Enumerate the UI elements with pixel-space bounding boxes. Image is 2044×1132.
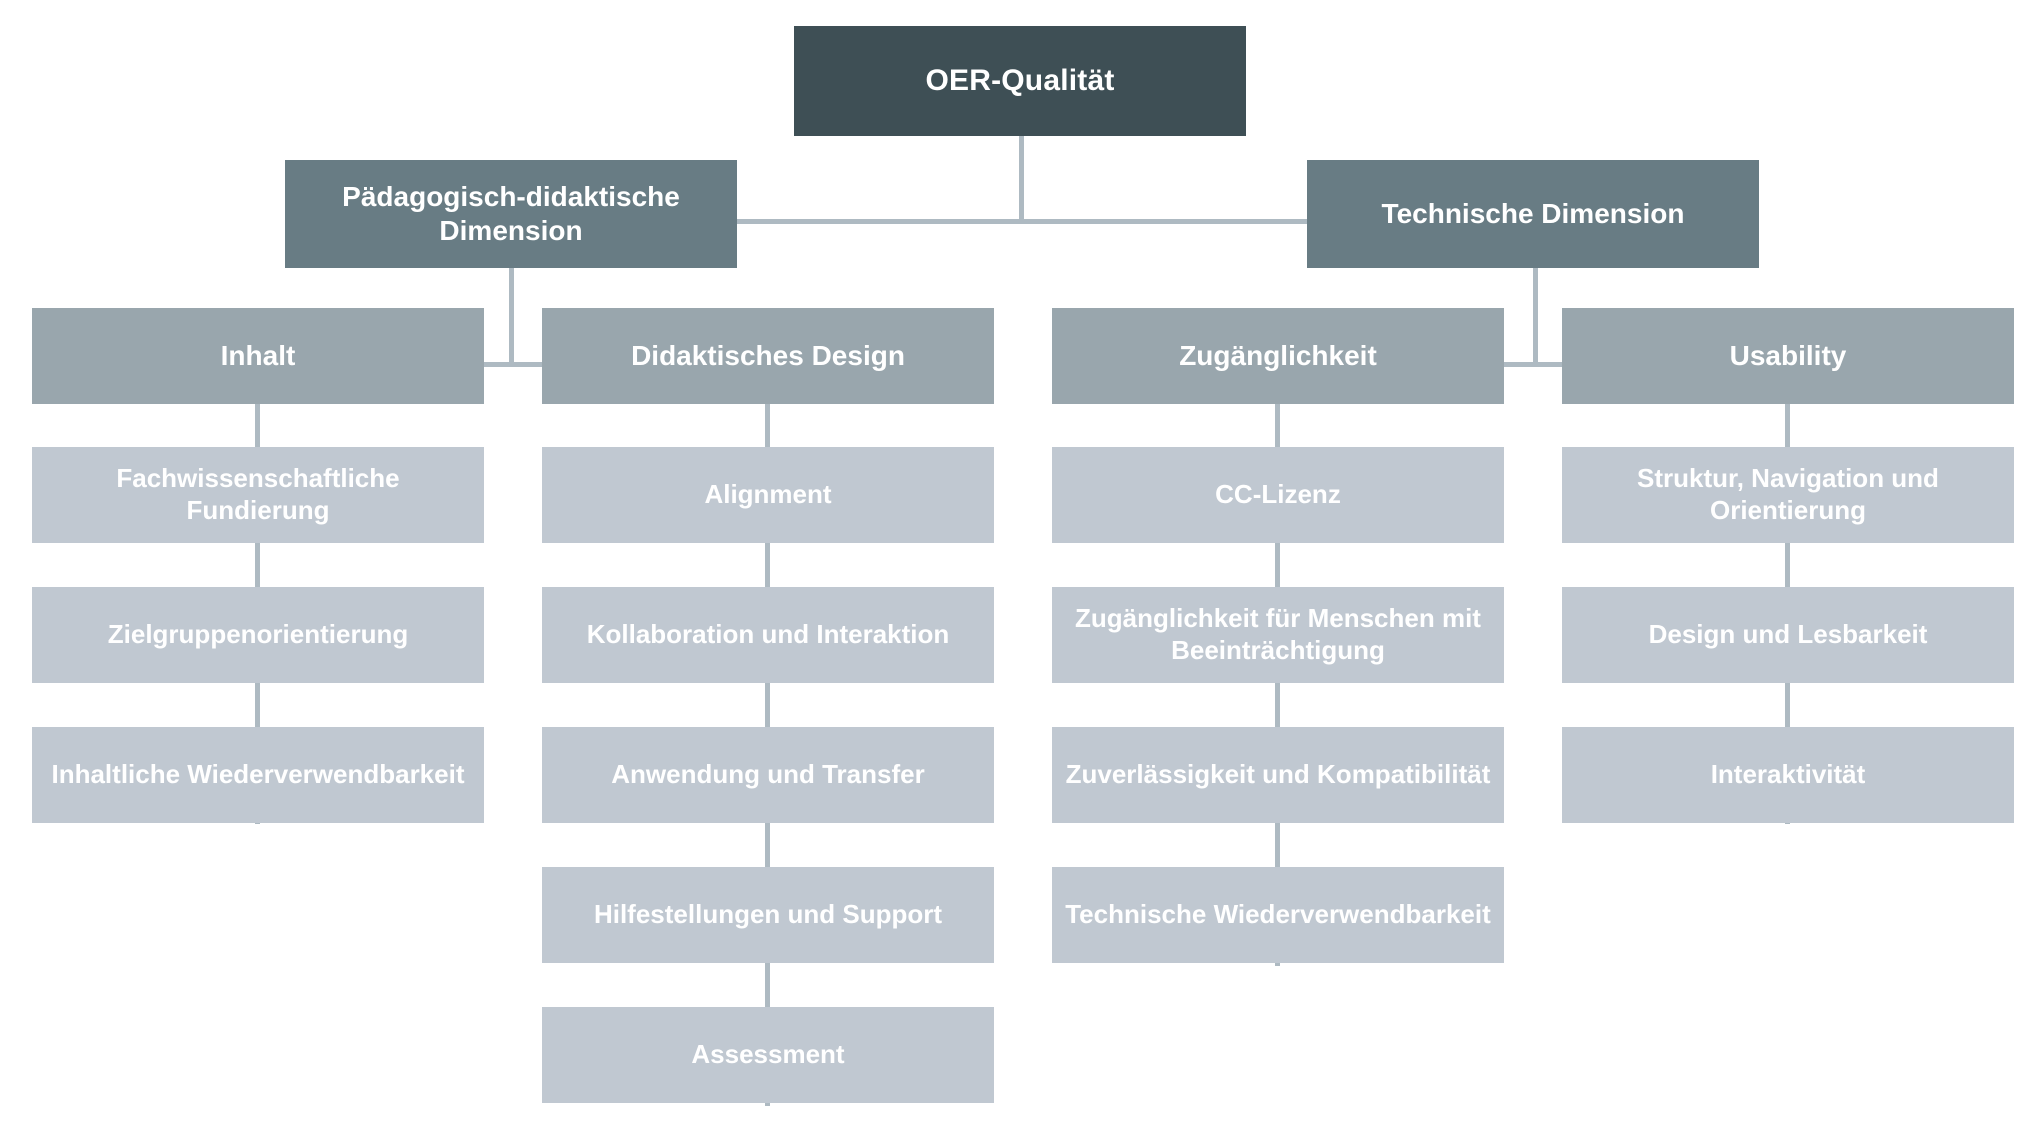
node-root-oer-qualitaet[interactable]: OER-Qualität (794, 26, 1246, 136)
node-dimension-technisch[interactable]: Technische Dimension (1307, 160, 1759, 268)
node-leaf-interaktivitaet[interactable]: Interaktivität (1562, 727, 2014, 823)
connector-right-dimension-stem (1533, 267, 1538, 364)
node-leaf-zugaenglichkeit-fuer-menschen-mit-beeintraechtigung[interactable]: Zugänglichkeit für Menschen mit Beeinträ… (1052, 587, 1504, 683)
node-category-didaktisches-design[interactable]: Didaktisches Design (542, 308, 994, 404)
connector-left-dimension-stem (509, 267, 514, 364)
connector-root-stem (1019, 136, 1024, 222)
node-leaf-zielgruppenorientierung[interactable]: Zielgruppenorientierung (32, 587, 484, 683)
node-leaf-anwendung-und-transfer[interactable]: Anwendung und Transfer (542, 727, 994, 823)
connector-right-category-crossbar (1275, 362, 1785, 367)
node-leaf-assessment[interactable]: Assessment (542, 1007, 994, 1103)
node-category-usability[interactable]: Usability (1562, 308, 2014, 404)
node-leaf-kollaboration-und-interaktion[interactable]: Kollaboration und Interaktion (542, 587, 994, 683)
node-leaf-cc-lizenz[interactable]: CC-Lizenz (1052, 447, 1504, 543)
node-leaf-hilfestellungen-und-support[interactable]: Hilfestellungen und Support (542, 867, 994, 963)
node-category-inhalt[interactable]: Inhalt (32, 308, 484, 404)
node-leaf-fachwissenschaftliche-fundierung[interactable]: Fachwissenschaftliche Fundierung (32, 447, 484, 543)
connector-column-3-spine (1275, 404, 1280, 966)
node-dimension-paedagogisch-didaktisch[interactable]: Pädagogisch-didaktische Dimension (285, 160, 737, 268)
node-category-zugaenglichkeit[interactable]: Zugänglichkeit (1052, 308, 1504, 404)
node-leaf-technische-wiederverwendbarkeit[interactable]: Technische Wiederverwendbarkeit (1052, 867, 1504, 963)
node-leaf-inhaltliche-wiederverwendbarkeit[interactable]: Inhaltliche Wiederverwendbarkeit (32, 727, 484, 823)
connector-root-crossbar (509, 219, 1531, 224)
node-leaf-design-und-lesbarkeit[interactable]: Design und Lesbarkeit (1562, 587, 2014, 683)
node-leaf-alignment[interactable]: Alignment (542, 447, 994, 543)
node-leaf-struktur-navigation-und-orientierung[interactable]: Struktur, Navigation und Orientierung (1562, 447, 2014, 543)
connector-left-category-crossbar (255, 362, 765, 367)
node-leaf-zuverlaessigkeit-und-kompatibilitaet[interactable]: Zuverlässigkeit und Kompatibilität (1052, 727, 1504, 823)
